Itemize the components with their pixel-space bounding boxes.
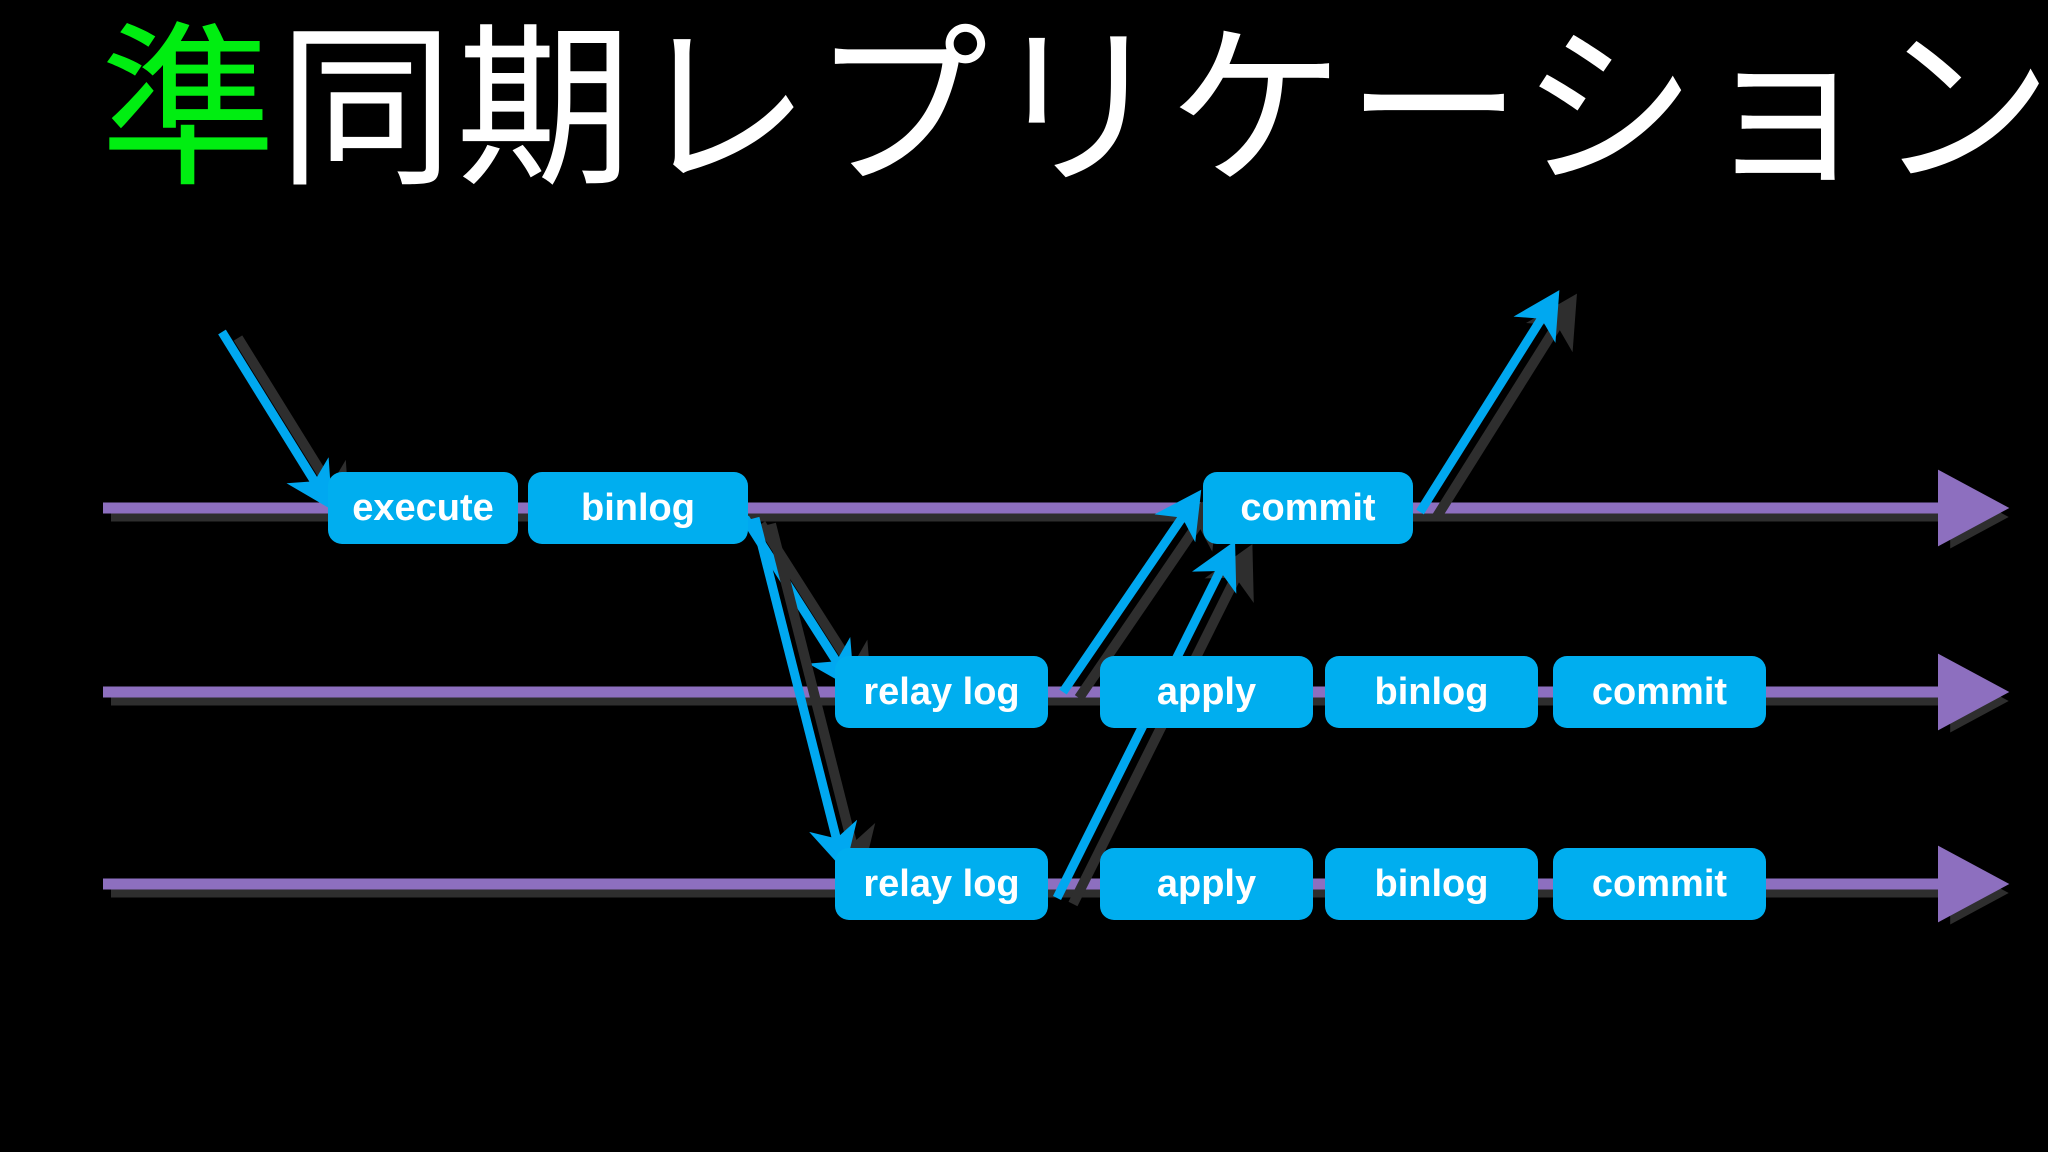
node-replica2-row-apply[interactable]: apply [1100, 848, 1313, 920]
page-title: 準同期レプリケーション [100, 10, 2048, 220]
replica1-ack-arrow-shadow [1074, 493, 1219, 701]
replica2-ack-arrow [1052, 540, 1237, 901]
title-highlight-char: 準 [100, 12, 279, 208]
node-source-row-binlog[interactable]: binlog [528, 472, 748, 544]
replica2-ack-arrow-shadow [1068, 544, 1254, 907]
binlog-to-relay2-arrow-shadow [766, 522, 876, 881]
source-response-arrow-shadow [1431, 293, 1577, 521]
node-replica1-row-binlog[interactable]: binlog [1325, 656, 1538, 728]
arrow-layer [218, 290, 1577, 907]
node-replica2-row-commit[interactable]: commit [1553, 848, 1766, 920]
client-request-arrow-shadow [233, 335, 350, 519]
replica1-ack-arrow [1059, 489, 1202, 695]
node-replica2-row-relay-log[interactable]: relay log [835, 848, 1048, 920]
node-source-row-execute[interactable]: execute [328, 472, 518, 544]
binlog-to-relay2-arrow [750, 516, 858, 872]
client-request-arrow [218, 329, 333, 510]
node-replica1-row-apply[interactable]: apply [1100, 656, 1313, 728]
node-source-row-commit[interactable]: commit [1203, 472, 1413, 544]
node-replica1-row-relay-log[interactable]: relay log [835, 656, 1048, 728]
node-replica2-row-binlog[interactable]: binlog [1325, 848, 1538, 920]
node-replica1-row-commit[interactable]: commit [1553, 656, 1766, 728]
source-response-arrow [1416, 290, 1560, 515]
title-rest-text: 同期レプリケーション [278, 12, 2048, 208]
